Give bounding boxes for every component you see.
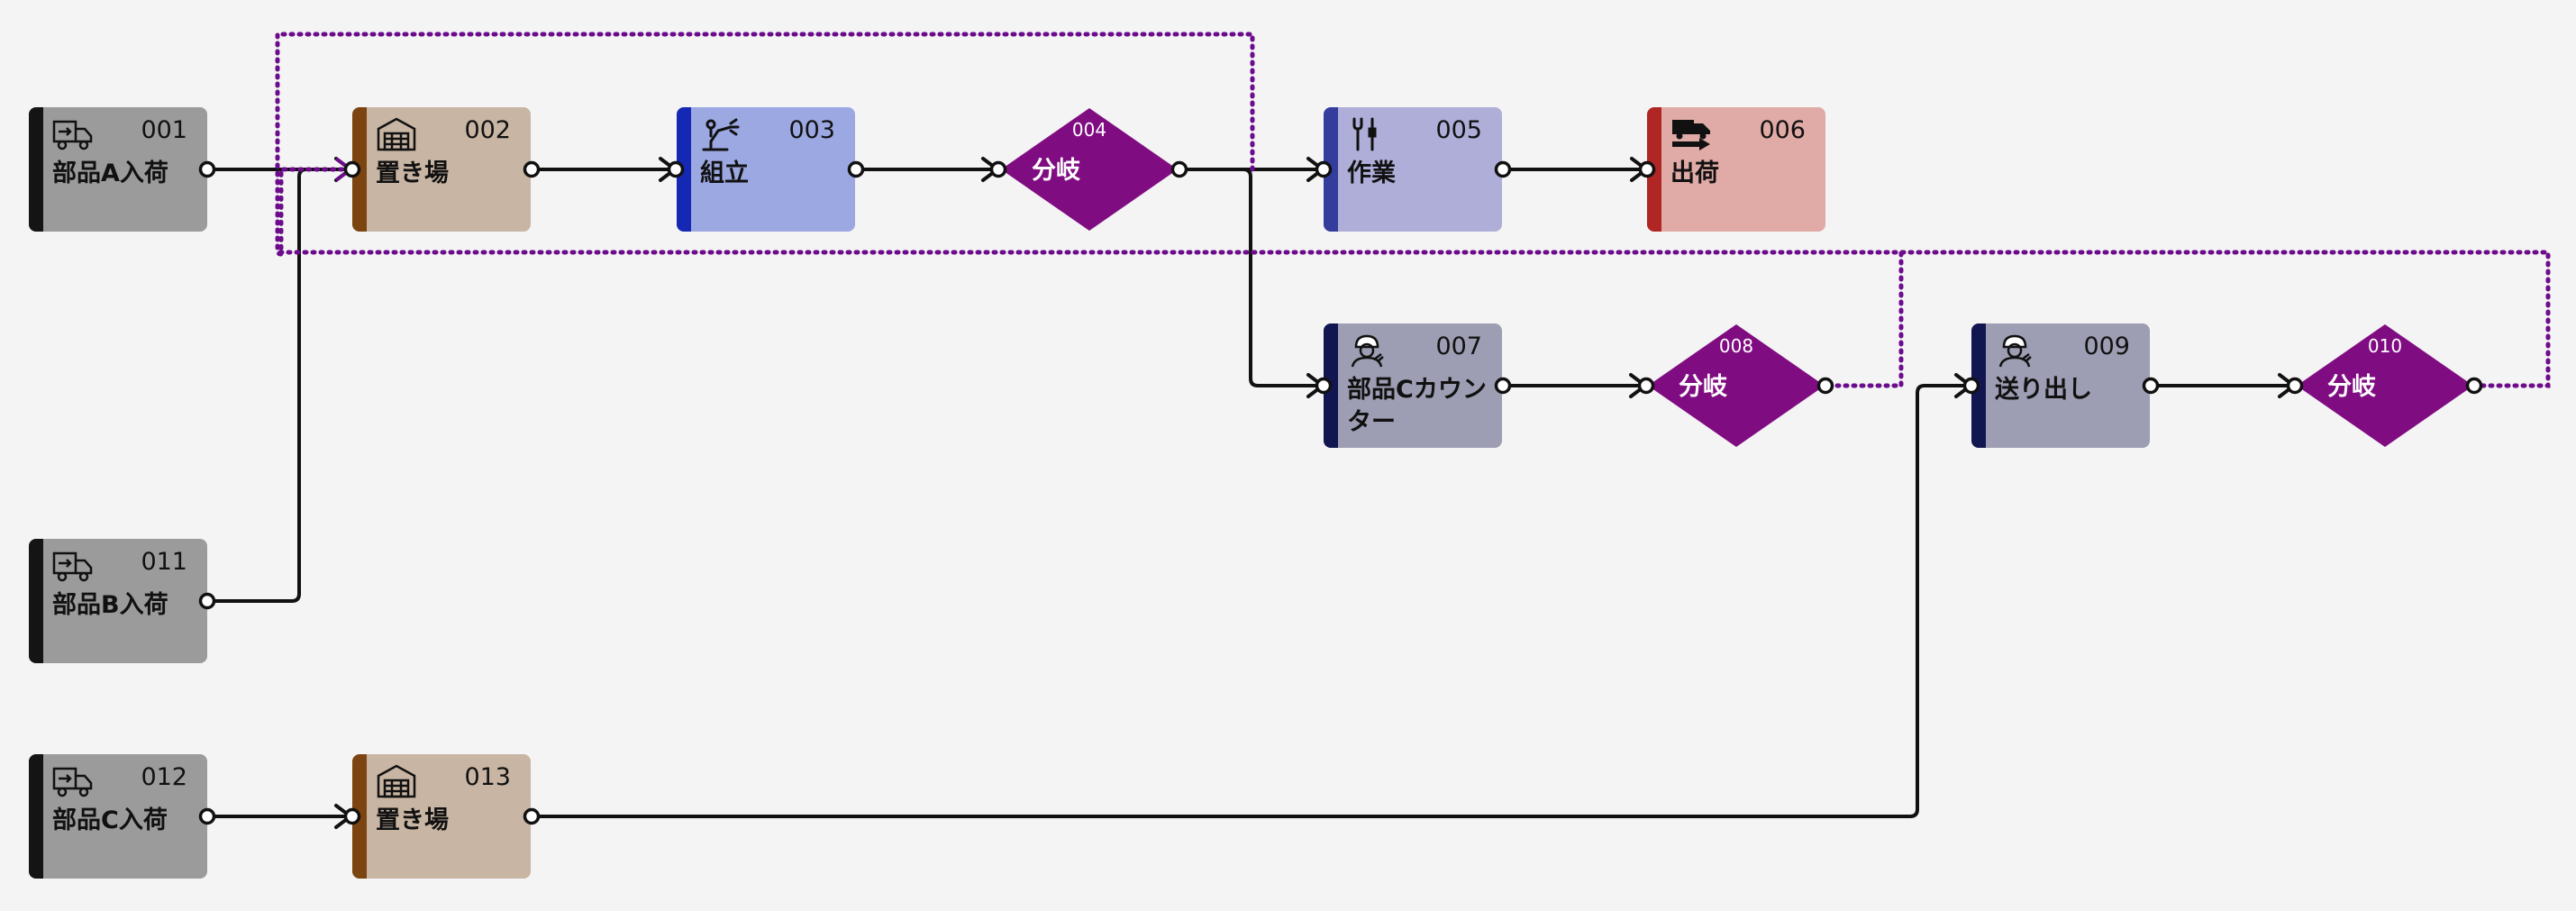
- node-label: 置き場: [376, 806, 449, 834]
- branch-number: 008: [1718, 335, 1754, 357]
- branch-number: 010: [2367, 335, 2403, 357]
- node-stripe: [29, 107, 43, 232]
- node-label: 部品C入荷: [52, 806, 168, 834]
- node-label: 作業: [1347, 159, 1396, 187]
- branch-node-004[interactable]: 004 分岐: [999, 106, 1179, 232]
- loop-connector-008[interactable]: [277, 250, 1904, 388]
- node-number: 006: [1759, 116, 1806, 144]
- branch-label: 分岐: [2327, 373, 2376, 401]
- shipping-truck-icon: [1672, 120, 1710, 150]
- node-011[interactable]: 011 部品B入荷: [29, 539, 207, 663]
- node-label: 組立: [700, 159, 749, 187]
- node-number: 001: [141, 116, 187, 144]
- delivery-truck-icon: [52, 551, 93, 582]
- node-label: 部品B入荷: [52, 591, 168, 619]
- connector-013-009[interactable]: [530, 384, 1973, 818]
- worker-icon: [1351, 334, 1384, 368]
- node-006[interactable]: 006 出荷: [1647, 107, 1825, 232]
- connector-011-002[interactable]: [205, 168, 353, 603]
- node-003[interactable]: 003 組立: [677, 107, 855, 232]
- node-number: 012: [141, 763, 187, 791]
- node-stripe: [1324, 107, 1338, 232]
- node-label: 送り出し: [1995, 376, 2092, 404]
- diamond-shape: [1001, 108, 1178, 231]
- diamond-shape: [2297, 324, 2473, 447]
- node-007[interactable]: 007 部品Cカウンター: [1324, 323, 1502, 448]
- robot-arm-icon: [702, 118, 740, 151]
- connector-004-007[interactable]: [1242, 168, 1325, 387]
- node-005[interactable]: 005 作業: [1324, 107, 1502, 232]
- node-number: 011: [141, 548, 187, 576]
- diamond-shape: [1648, 324, 1825, 447]
- delivery-truck-icon: [52, 120, 93, 150]
- branch-label: 分岐: [1679, 373, 1727, 401]
- branch-node-008[interactable]: 008 分岐: [1646, 323, 1826, 449]
- node-stripe: [29, 754, 43, 879]
- node-009[interactable]: 009 送り出し: [1971, 323, 2150, 448]
- worker-icon: [1998, 334, 2032, 368]
- tools-icon: [1352, 117, 1377, 151]
- node-number: 007: [1435, 333, 1482, 360]
- node-number: 002: [464, 116, 511, 144]
- warehouse-icon: [377, 117, 416, 151]
- node-012[interactable]: 012 部品C入荷: [29, 754, 207, 879]
- warehouse-icon: [377, 764, 416, 798]
- node-label: 出荷: [1670, 159, 1719, 187]
- node-label: 部品Cカウンター: [1347, 376, 1487, 436]
- branch-node-010[interactable]: 010 分岐: [2295, 323, 2475, 449]
- node-number: 013: [464, 763, 511, 791]
- node-label: 部品A入荷: [52, 159, 168, 187]
- loop-connector-010[interactable]: [1898, 250, 2551, 388]
- delivery-truck-icon: [52, 767, 93, 797]
- node-stripe: [352, 107, 367, 232]
- node-number: 003: [788, 116, 835, 144]
- node-001[interactable]: 001 部品A入荷: [29, 107, 207, 232]
- node-stripe: [1647, 107, 1661, 232]
- node-stripe: [352, 754, 367, 879]
- node-002[interactable]: 002 置き場: [352, 107, 531, 232]
- node-stripe: [1324, 323, 1338, 448]
- node-stripe: [29, 539, 43, 663]
- node-number: 005: [1435, 116, 1482, 144]
- branch-label: 分岐: [1032, 157, 1080, 185]
- node-stripe: [677, 107, 691, 232]
- branch-number: 004: [1071, 119, 1107, 141]
- node-013[interactable]: 013 置き場: [352, 754, 531, 879]
- node-label: 置き場: [376, 159, 449, 187]
- node-number: 009: [2083, 333, 2130, 360]
- node-stripe: [1971, 323, 1986, 448]
